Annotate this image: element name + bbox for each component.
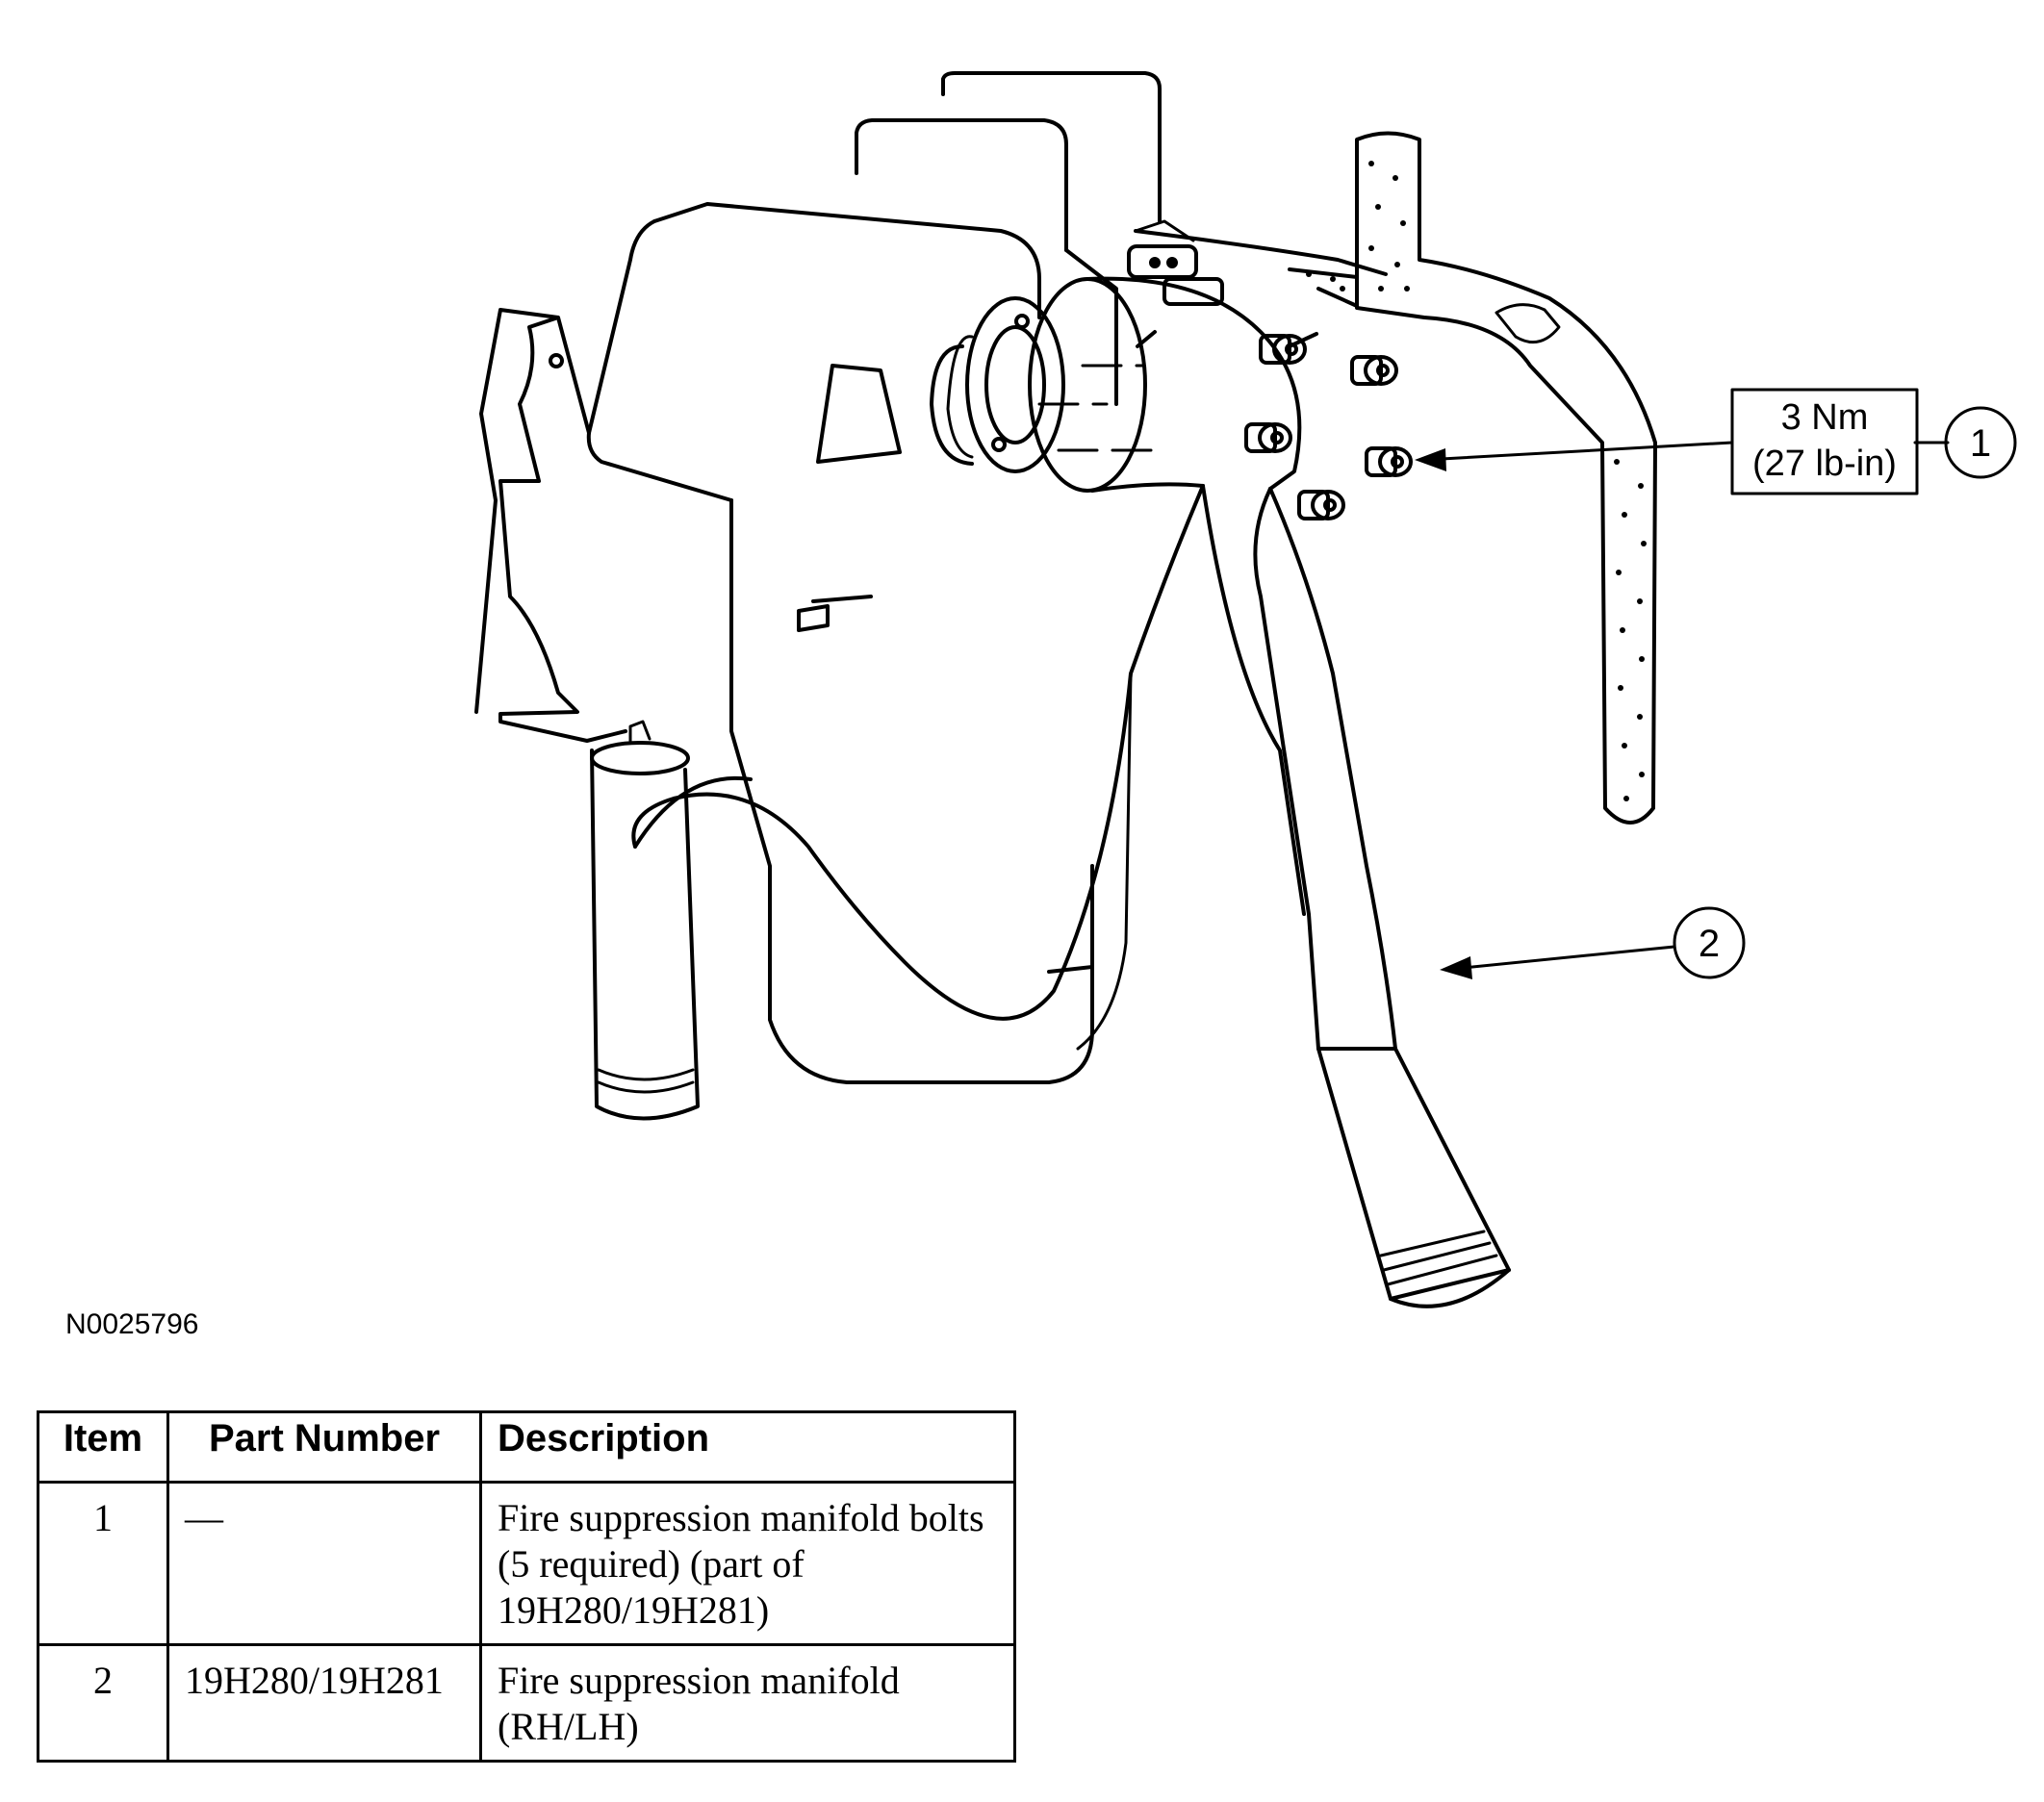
parts-table: Item Part Number Description 1 — Fire su… <box>37 1410 1016 1763</box>
pipe-texture-dots <box>1306 161 1647 801</box>
mounting-bracket <box>498 316 830 743</box>
header-part-number: Part Number <box>166 1410 482 1484</box>
torque-spec-nm: 3 Nm <box>1781 397 1869 438</box>
callout-1-circle <box>1944 406 2017 479</box>
row-description: Fire suppression manifold bolts (5 requi… <box>479 1481 1016 1646</box>
manifold-illustration: 3 Nm (27 lb-in) 1 2 <box>474 71 2017 1308</box>
manifold-bolts <box>1136 330 1413 520</box>
dotted-pipe-right <box>1288 131 1657 825</box>
callout-1-number: 1 <box>1970 422 1991 465</box>
header-item: Item <box>37 1410 169 1484</box>
torque-spec-lbin: (27 lb-in) <box>1752 444 1897 484</box>
torque-spec-box <box>1730 388 1919 495</box>
header-description: Description <box>479 1410 1016 1484</box>
engine-housing <box>474 71 1388 1084</box>
table-row: 2 19H280/19H281 Fire suppression manifol… <box>37 1643 1016 1763</box>
callout-leaders <box>1422 441 1950 970</box>
connector <box>1127 244 1224 306</box>
table-row: 1 — Fire suppression manifold bolts (5 r… <box>37 1481 1016 1646</box>
callout-2-number: 2 <box>1699 923 1720 965</box>
figure-id: N0025796 <box>65 1308 199 1340</box>
fire-suppression-manifold <box>590 276 1511 1308</box>
row-item: 2 <box>37 1643 169 1763</box>
callout-2-circle <box>1673 906 1746 979</box>
callout-1-arrowhead <box>1415 448 1446 471</box>
table-header-row: Item Part Number Description <box>37 1410 1016 1484</box>
row-part-number: 19H280/19H281 <box>166 1643 482 1763</box>
callout-2-arrowhead <box>1440 956 1472 979</box>
row-item: 1 <box>37 1481 169 1646</box>
manifold-flange <box>965 296 1065 473</box>
row-part-number: — <box>166 1481 482 1646</box>
row-description: Fire suppression manifold (RH/LH) <box>479 1643 1016 1763</box>
